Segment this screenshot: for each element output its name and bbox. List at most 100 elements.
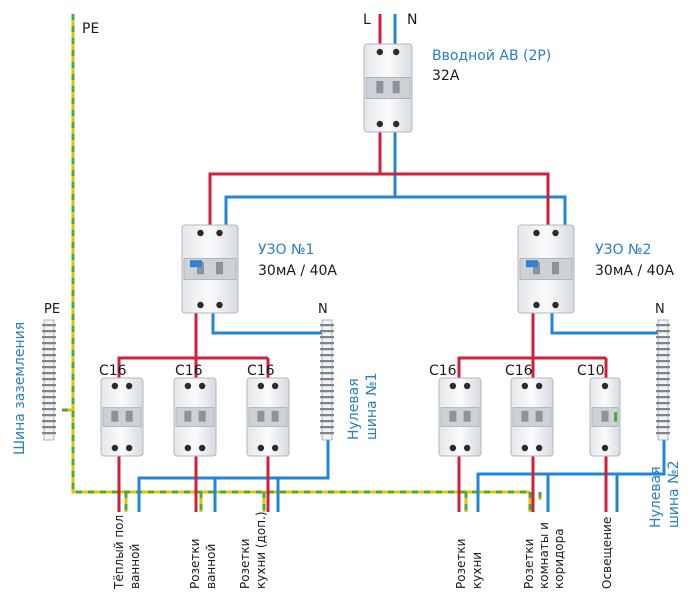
earth-bus-screw — [42, 432, 56, 435]
earth-bus-caption: Шина заземления — [12, 322, 28, 455]
main-breaker-bottom-terminal-1 — [376, 120, 384, 128]
neutral-bus-2-screw — [656, 426, 670, 429]
pe-feed-wire — [62, 14, 75, 412]
neutral-bus-1-screw — [320, 420, 334, 423]
breaker-6-rating: C10 — [577, 363, 605, 379]
rcd-1-bottom-terminal-2 — [216, 301, 223, 309]
breaker-4-top-terminal-1 — [449, 382, 457, 390]
circuit-label-3: Розетки кухни (доп.) — [238, 511, 268, 589]
earth-bus-screw — [42, 384, 56, 387]
neutral-right-riser — [395, 195, 567, 226]
neutral-bus-1-screw — [320, 348, 334, 351]
devices — [42, 43, 670, 457]
neutral-bus-1-screw — [320, 366, 334, 369]
breaker-2 — [173, 377, 217, 457]
earth-bus — [42, 319, 56, 441]
circuit-1-line-2: ванной — [128, 544, 142, 589]
breaker-6-indicator — [614, 412, 617, 422]
rcd-1-lever-1 — [196, 261, 204, 275]
neutral-bus-2-screw — [656, 372, 670, 375]
neutral-bus-1-screw — [320, 378, 334, 381]
pe-trunk-wire-stripe — [62, 408, 530, 494]
breaker-4-face — [440, 407, 480, 427]
circuit-label-6: Освещение — [600, 517, 614, 589]
neutral-bus-1-screw — [320, 426, 334, 429]
rcd-2-title: УЗО №2 — [595, 242, 651, 258]
main-breaker-lever-2 — [392, 80, 400, 94]
phase-left-riser — [208, 132, 382, 226]
breaker-1 — [100, 377, 144, 457]
rcd-2 — [517, 224, 575, 314]
breaker-2-rating: C16 — [175, 363, 203, 379]
neutral-bus-1-caption-line-1: Нулевая — [346, 378, 362, 440]
circuit-5-line-3: коридора — [552, 528, 566, 589]
neutral-bus-2-screw — [656, 384, 670, 387]
phase-label: L — [363, 12, 371, 28]
breaker-1-rating: C16 — [99, 363, 127, 379]
rcd-1-top-terminal-2 — [216, 229, 223, 237]
neutral-bus-2-screw — [656, 408, 670, 411]
earth-bus-screw — [42, 378, 56, 381]
breaker-5-bottom-terminal-2 — [535, 444, 543, 452]
breaker-1-lever-1 — [111, 410, 119, 422]
rcd-2-bottom-terminal-2 — [552, 301, 559, 309]
breaker-5-bottom-terminal-1 — [521, 444, 529, 452]
rcd-2-top-terminal-1 — [533, 229, 540, 237]
neutral-bus-1-screw — [320, 414, 334, 417]
rcd-2-lever-2 — [552, 261, 560, 275]
earth-bus-screw — [42, 372, 56, 375]
earth-bus-screw — [42, 330, 56, 333]
main-breaker-top-terminal-2 — [392, 48, 400, 56]
neutral-bus-2-screw — [656, 366, 670, 369]
neutral-bus-1-screw — [320, 360, 334, 363]
rcd-1-lever-2 — [216, 261, 224, 275]
breaker-4-bottom-terminal-1 — [449, 444, 457, 452]
circuit-5-line-1: Розетки — [522, 539, 536, 589]
breaker-5-face — [512, 407, 552, 427]
breaker-1-bottom-terminal-1 — [111, 444, 119, 452]
circuit-label-1: Тёплый пол ванной — [112, 515, 142, 590]
neutral-bus1-trunk — [137, 440, 330, 512]
earth-bus-screw — [42, 396, 56, 399]
circuit-label-4: Розетки кухни — [454, 539, 484, 589]
earth-bus-screw — [42, 336, 56, 339]
main-breaker-rating: 32А — [432, 68, 460, 84]
breaker-3 — [246, 377, 290, 457]
breaker-6-bottom-terminal-1 — [601, 444, 609, 452]
rcd-1 — [181, 224, 239, 314]
breaker-3-bottom-terminal-2 — [271, 444, 279, 452]
neutral-bus-1-screw — [320, 384, 334, 387]
breaker-1-bottom-terminal-2 — [125, 444, 133, 452]
neutral-left-riser — [224, 132, 397, 226]
rcd1-neutral-out — [211, 312, 322, 335]
breaker-2-top-terminal-1 — [184, 382, 192, 390]
phase-right-riser — [380, 172, 550, 226]
circuit-2-line-1: Розетки — [188, 539, 202, 589]
neutral-bus-1-caption-line-2: шина №1 — [364, 372, 380, 440]
circuit-1-line-1: Тёплый пол — [112, 515, 126, 590]
neutral-bus-1-screw — [320, 372, 334, 375]
breaker-2-bottom-terminal-1 — [184, 444, 192, 452]
rcd-1-test-button — [190, 260, 202, 268]
neutral-bus-1-screw — [320, 324, 334, 327]
breaker-3-lever-2 — [271, 410, 279, 422]
breaker-4-lever-2 — [463, 410, 471, 422]
neutral-bus2-trunk — [476, 440, 666, 512]
circuit-label-2: Розетки ванной — [188, 539, 218, 589]
rcd-2-rating: 30мА / 40А — [595, 263, 674, 279]
circuit-label-5: Розетки комнаты и коридора — [522, 522, 566, 589]
earth-bus-screw — [42, 420, 56, 423]
breaker-3-lever-1 — [257, 410, 265, 422]
circuit-4-line-2: кухни — [470, 552, 484, 589]
breaker-2-lever-1 — [184, 410, 192, 422]
earth-bus-screw — [42, 354, 56, 357]
neutral-bus-2-caption-line-1: Нулевая — [648, 466, 664, 528]
main-breaker-bottom-terminal-2 — [392, 120, 400, 128]
neutral-bus-1-screw — [320, 390, 334, 393]
breaker-4-bottom-terminal-2 — [463, 444, 471, 452]
breaker-5-lever-2 — [535, 410, 543, 422]
main-breaker-title: Вводной АВ (2Р) — [432, 48, 551, 64]
circuit-3-line-2: кухни (доп.) — [254, 511, 268, 589]
neutral-bus-2-screw — [656, 324, 670, 327]
